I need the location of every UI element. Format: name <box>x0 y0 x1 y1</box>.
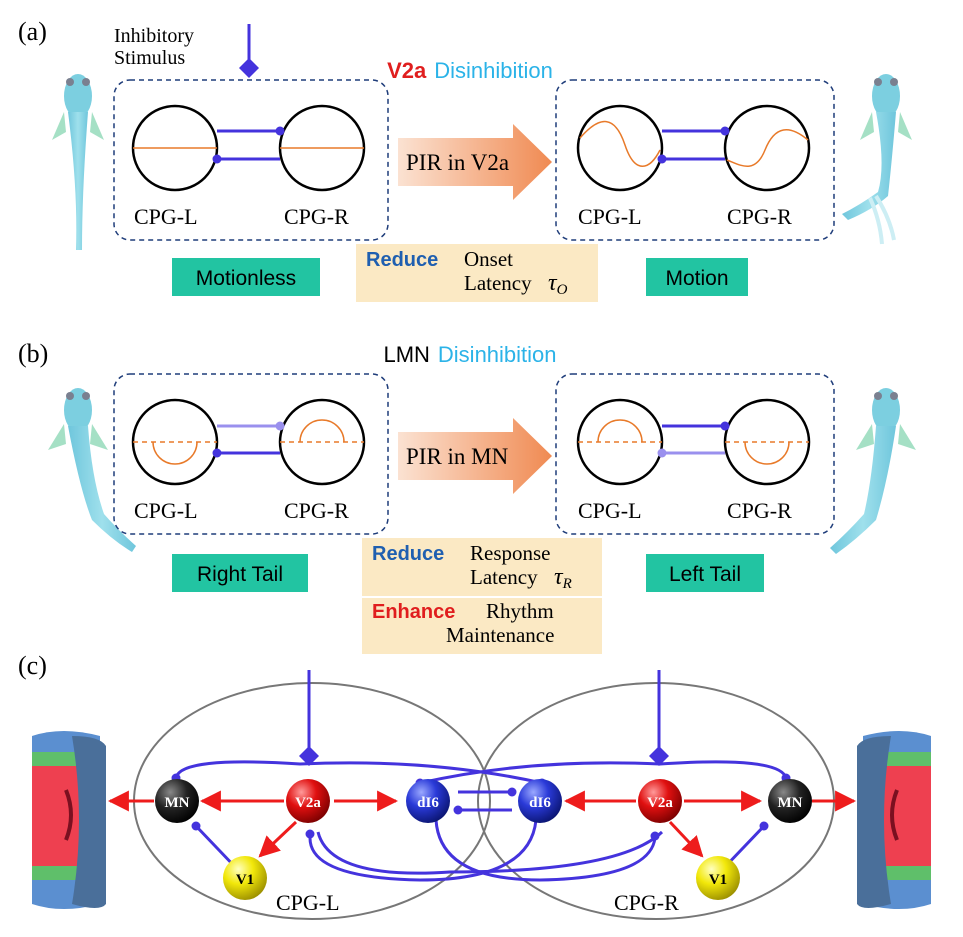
pir-arrow-b-label: PIR in MN <box>406 444 509 469</box>
tau-r: τR <box>554 564 572 592</box>
cpg-left-label: CPG-L <box>578 498 642 523</box>
neuron-di6-left: dI6 <box>406 779 450 823</box>
fish-left-tail-icon <box>830 388 916 554</box>
cpg-left-label: CPG-L <box>578 204 642 229</box>
cpg-right-label: CPG-R <box>284 204 349 229</box>
pir-arrow-a-label: PIR in V2a <box>406 150 509 175</box>
svg-text:MN: MN <box>165 795 190 811</box>
svg-text:dI6: dI6 <box>417 795 439 811</box>
effect-a-verb: Reduce <box>366 249 438 271</box>
effect-a-line1: Onset <box>464 247 513 271</box>
burst-right-up <box>299 419 345 443</box>
cpg-right-label: CPG-R <box>727 204 792 229</box>
fish-straight-left-icon <box>52 74 104 250</box>
effect-b2-verb: Enhance <box>372 601 455 623</box>
effect-a-line2: Latency <box>464 271 532 295</box>
svg-text:V2a: V2a <box>647 795 673 811</box>
svg-text:V2a: V2a <box>295 795 321 811</box>
neuron-v1-left: V1 <box>223 856 267 900</box>
panel-b-box-right-tail <box>113 373 389 535</box>
inhibitory-connections <box>174 760 788 882</box>
cpg-right-label-c: CPG-R <box>614 890 679 915</box>
cpg-left-label: CPG-L <box>134 498 198 523</box>
state-motion: Motion <box>665 267 728 290</box>
effect-b1-verb: Reduce <box>372 543 444 565</box>
cpg-right-label: CPG-R <box>284 498 349 523</box>
svg-text:V1: V1 <box>236 872 254 888</box>
stimulus-diamond-icon <box>239 58 259 78</box>
stimulus-diamond-icon <box>649 746 669 766</box>
excitatory-connections <box>107 790 857 858</box>
pir-arrow-b <box>398 418 552 494</box>
svg-text:MN: MN <box>778 795 803 811</box>
effect-b1-line2: Latency <box>470 565 538 589</box>
muscle-right-icon <box>857 731 931 909</box>
stimulus-label-line1: Inhibitory <box>114 25 194 47</box>
neuron-mn-right: MN <box>768 779 812 823</box>
panel-a-letter: (a) <box>18 17 47 46</box>
svg-text:dI6: dI6 <box>529 795 551 811</box>
state-right-tail-box <box>172 554 308 592</box>
effect-box-b1 <box>362 538 602 596</box>
svg-text:V1: V1 <box>709 872 727 888</box>
oscillation-right <box>726 129 809 167</box>
neuron-v1-right: V1 <box>696 856 740 900</box>
state-motionless: Motionless <box>196 267 296 290</box>
neuron-mn-left: MN <box>155 779 199 823</box>
panel-b-letter: (b) <box>18 339 48 368</box>
effect-box-a <box>356 244 598 302</box>
panel-a-box-motionless <box>113 79 389 241</box>
neuron-di6-right: dI6 <box>518 779 562 823</box>
oscillation-left <box>579 120 661 167</box>
pir-arrow-a <box>398 124 552 200</box>
tau-o: τO <box>548 270 568 298</box>
state-left-tail-box <box>646 554 764 592</box>
panel-a-box-motion <box>555 79 835 241</box>
state-motionless-box <box>172 258 320 296</box>
state-motion-box <box>646 258 748 296</box>
stimulus-diamond-icon <box>299 746 319 766</box>
neuron-v2a-right: V2a <box>638 779 682 823</box>
fish-swimming-right-icon <box>842 74 912 245</box>
panel-b-box-left-tail <box>555 373 835 535</box>
stimulus-label-line2: Stimulus <box>114 47 185 69</box>
neuron-v2a-left: V2a <box>286 779 330 823</box>
effect-b2-line2: Maintenance <box>446 623 554 647</box>
effect-b1-line1: Response <box>470 541 551 565</box>
cpg-left-label: CPG-L <box>134 204 198 229</box>
effect-box-b2 <box>362 598 602 654</box>
cpg-left-label-c: CPG-L <box>276 890 340 915</box>
state-right-tail: Right Tail <box>197 563 283 586</box>
effect-b2-line1: Rhythm <box>486 599 554 623</box>
fish-right-tail-icon <box>48 388 136 552</box>
muscle-left-icon <box>32 731 106 909</box>
cpg-right-label: CPG-R <box>727 498 792 523</box>
burst-left-down <box>152 441 198 465</box>
panel-c-letter: (c) <box>18 651 47 680</box>
state-left-tail: Left Tail <box>669 563 741 586</box>
